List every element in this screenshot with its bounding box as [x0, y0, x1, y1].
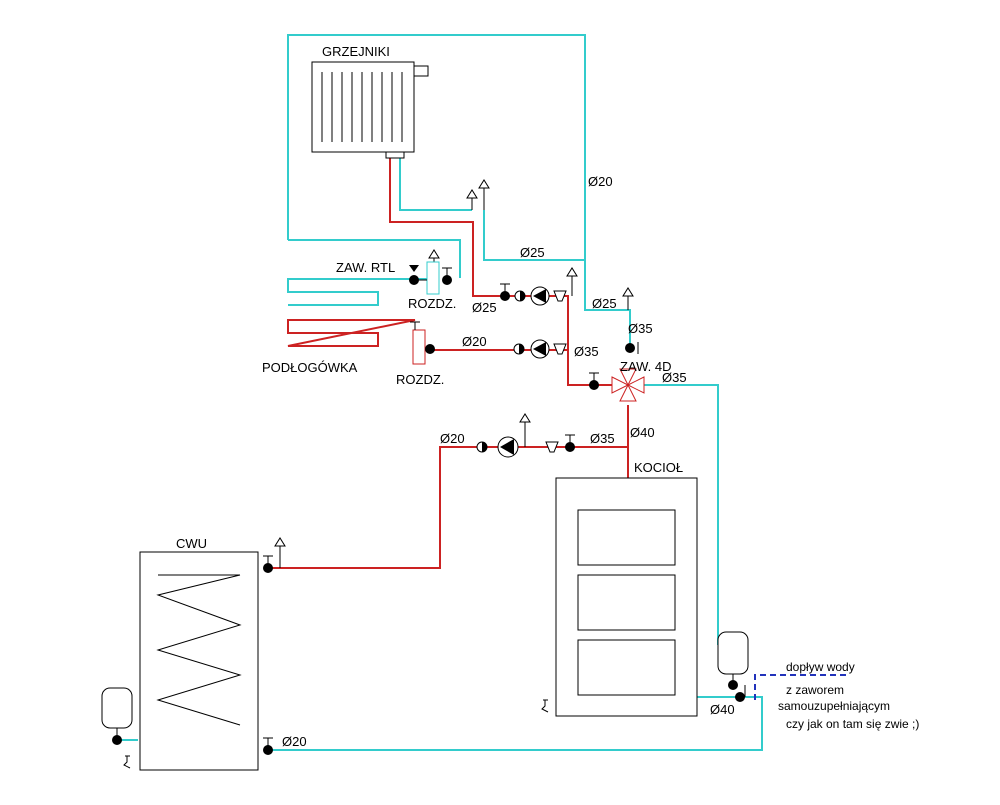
radiator-cross-pipe	[483, 210, 585, 261]
boiler-return-pipe	[268, 696, 763, 751]
expansion-vessel-boiler	[717, 631, 749, 702]
filter-icon	[553, 290, 567, 302]
labels: GRZEJNIKI ZAW. RTL ROZDZ. PODŁOGÓWKA ROZ…	[176, 44, 919, 749]
filter-icon	[553, 343, 567, 355]
note-doplyw-3: samouzupełniającym	[778, 699, 890, 713]
expansion-vessel-icon	[717, 631, 749, 675]
label-kociol: KOCIOŁ	[634, 460, 683, 475]
label-rozdz-2: ROZDZ.	[396, 372, 444, 387]
label-rozdz-1: ROZDZ.	[408, 296, 456, 311]
label-zaw-rtl: ZAW. RTL	[336, 260, 395, 275]
air-vent-icon	[478, 179, 490, 210]
air-vent-icon	[566, 267, 578, 296]
radiator-body	[311, 61, 415, 153]
radiator-connector	[385, 151, 405, 159]
rtl-valve-group	[409, 261, 452, 295]
pump-row-cwu	[476, 434, 575, 458]
radiator-valve-head	[413, 65, 429, 77]
dim-d35-valve: Ø35	[628, 321, 653, 336]
shutoff-valve-icon	[112, 735, 122, 745]
distributor-2-group	[410, 321, 435, 365]
shutoff-valve-icon	[625, 343, 635, 353]
dim-d25-pump: Ø25	[472, 300, 497, 315]
note-doplyw-4: czy jak on tam się zwie ;)	[786, 717, 919, 731]
floor-loop-cyan	[287, 278, 379, 306]
cwu-heating-coil	[156, 574, 242, 726]
air-vent-icon	[466, 189, 478, 210]
expansion-vessel-cwu	[101, 687, 133, 745]
radiator-fins	[321, 72, 403, 142]
label-cwu: CWU	[176, 536, 207, 551]
return-pipes	[118, 34, 763, 751]
cwu-coil-supply-pipe	[268, 446, 628, 569]
boiler-door-middle	[577, 574, 676, 631]
pump-row-floor	[513, 339, 567, 359]
dim-d35-floor: Ø35	[574, 344, 599, 359]
shutoff-valve-icon	[735, 692, 745, 702]
shutoff-valve-icon	[728, 680, 738, 690]
dim-d25-right: Ø25	[592, 296, 617, 311]
drain-icon	[541, 699, 549, 713]
radiator-supply-pipe	[389, 158, 612, 386]
rtl-valve-icon	[409, 265, 419, 272]
floor-loop-red	[287, 319, 416, 347]
cwu-tank-body	[139, 551, 259, 771]
distributor-1	[426, 261, 440, 295]
dim-d20-return: Ø20	[282, 734, 307, 749]
label-zaw-4d: ZAW. 4D	[620, 359, 672, 374]
dim-d35-out: Ø35	[662, 370, 687, 385]
air-vents	[274, 179, 634, 568]
four-way-valve	[589, 342, 645, 402]
air-vent-icon	[519, 413, 531, 447]
note-doplyw-1: dopływ wody	[786, 660, 855, 674]
dim-d20-riser: Ø20	[588, 174, 613, 189]
radiator-outlet-pipe	[399, 158, 472, 211]
dim-d40-boiler: Ø40	[630, 425, 655, 440]
boiler-door-top	[577, 509, 676, 566]
label-grzejniki: GRZEJNIKI	[322, 44, 390, 59]
shutoff-valve-icon	[425, 344, 435, 354]
valve-to-expansion-pipe	[630, 384, 719, 645]
boiler-door-bottom	[577, 639, 676, 696]
pump-row-radiators	[500, 283, 567, 306]
air-vent-icon	[622, 287, 634, 310]
cwu-tank	[123, 551, 273, 771]
dim-d20-floor: Ø20	[462, 334, 487, 349]
radiator-return-loop	[287, 34, 631, 350]
filter-icon	[545, 441, 559, 453]
distributor-2	[412, 329, 426, 365]
dim-d35-cwu: Ø35	[590, 431, 615, 446]
makeup-water-pipe	[754, 674, 846, 700]
drain-icon	[123, 755, 131, 769]
dim-d25-top: Ø25	[520, 245, 545, 260]
air-vent-icon	[274, 537, 286, 568]
note-doplyw-2: z zaworem	[786, 683, 844, 697]
boiler	[541, 477, 698, 717]
label-podlogowka: PODŁOGÓWKA	[262, 360, 358, 375]
dim-d40-return: Ø40	[710, 702, 735, 717]
dim-d20-cwu: Ø20	[440, 431, 465, 446]
radiator	[311, 61, 429, 159]
expansion-vessel-icon	[101, 687, 133, 729]
rtl-feed-pipe	[288, 239, 461, 278]
